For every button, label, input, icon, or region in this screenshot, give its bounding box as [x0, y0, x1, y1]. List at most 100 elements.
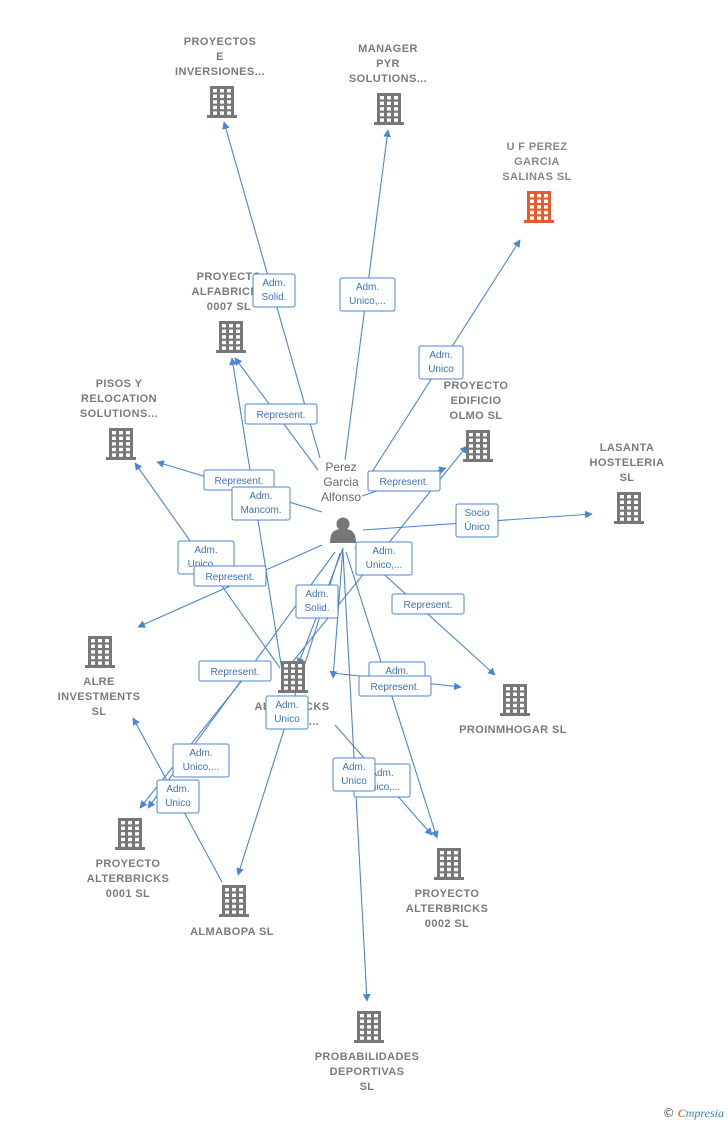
company-name-line: PYR — [376, 58, 400, 70]
building-icon — [354, 1011, 384, 1043]
edge-label-e19[interactable]: Adm. Unico — [156, 779, 200, 814]
edge-label-text: Unico — [165, 798, 191, 809]
company-node-proyecto-alfabricks[interactable]: PROYECTO ALFABRICKS 0007 SL — [192, 271, 267, 353]
edge-label-e18[interactable]: Adm. Unico,... — [172, 743, 230, 778]
company-name-line: SOLUTIONS... — [80, 408, 158, 420]
edge-label-box — [355, 541, 413, 576]
building-icon — [219, 885, 249, 917]
building-icon — [85, 636, 115, 668]
edge-label-e12[interactable]: Represent. — [391, 593, 465, 615]
edge-label-box — [193, 565, 267, 587]
edge-label-box — [418, 345, 464, 380]
company-name-line: ALMABOPA SL — [190, 926, 274, 938]
edge-label-text: Adm. — [262, 278, 285, 289]
edge-label-box — [231, 486, 291, 521]
company-node-probabilidades-deportivas[interactable]: PROBABILIDADES DEPORTIVAS SL — [315, 1011, 420, 1093]
company-name-line: PROYECTO — [444, 380, 509, 392]
company-name-line: LASANTA — [600, 442, 655, 454]
company-name-line: EDIFICIO — [451, 395, 502, 407]
person-name-line: Perez — [325, 460, 356, 474]
company-name-line: SL — [360, 1081, 375, 1093]
company-name-line: PROYECTO — [197, 271, 262, 283]
company-node-proinmhogar[interactable]: PROINMHOGAR SL — [459, 684, 567, 736]
edge-label-text: Represent. — [257, 410, 306, 421]
empresia-logo[interactable]: ©Cmpresia — [663, 1106, 724, 1121]
edge-label-text: Adm. — [166, 784, 189, 795]
edge-label-text: Adm. — [249, 491, 272, 502]
edge-label-e7[interactable]: Adm.Mancom. — [231, 486, 291, 521]
company-name-line: 0007 SL — [207, 301, 251, 313]
company-name-line: PROINMHOGAR SL — [459, 724, 567, 736]
edge-label-text: Unico,... — [364, 782, 401, 793]
edge-label-text: Adm. — [189, 748, 212, 759]
building-icon — [115, 818, 145, 850]
copyright-symbol: © — [662, 1106, 675, 1120]
brand-name: mpresia — [685, 1106, 724, 1120]
building-icon — [524, 191, 554, 223]
building-icon — [434, 848, 464, 880]
edge-label-text: Represent. — [206, 572, 255, 583]
company-node-proyecto-alterbricks-0001[interactable]: PROYECTO ALTERBRICKS 0001 SL — [87, 818, 169, 900]
edge-label-e17[interactable]: Adm.Unico — [265, 695, 309, 730]
edge-label-e2[interactable]: Adm.Unico,... — [339, 277, 396, 312]
edge-label-e4[interactable]: Represent. — [244, 403, 318, 425]
company-node-almabopa[interactable]: ALMABOPA SL — [190, 885, 274, 938]
edge-labels-layer: Adm.Solid.Adm.Unico,...Adm.UnicoRepresen… — [156, 273, 499, 814]
building-icon — [374, 93, 404, 125]
company-node-proyectos-e-inversiones[interactable]: PROYECTOSEINVERSIONES... — [175, 36, 265, 118]
edge-label-text: Solid. — [304, 603, 329, 614]
edge-label-box — [198, 660, 272, 682]
edge-label-e10[interactable]: Adm.Unico,... — [355, 541, 413, 576]
person-icon — [330, 517, 356, 543]
company-name-line: RELOCATION — [81, 393, 157, 405]
edge-label-e1[interactable]: Adm. Solid. — [252, 273, 296, 308]
edge-label-text: Unico,... — [183, 762, 220, 773]
company-name-line: SL — [620, 472, 635, 484]
edge-label-box — [265, 695, 309, 730]
edge-label-box — [252, 273, 296, 308]
edge-label-text: Unico — [428, 364, 454, 375]
company-name-line: PROBABILIDADES — [315, 1051, 420, 1063]
building-icon — [500, 684, 530, 716]
company-name-line: 0001 SL — [106, 888, 150, 900]
edge-label-e14[interactable]: Represent. — [198, 660, 272, 682]
company-name-line: ALRE — [83, 676, 115, 688]
edge-label-e21[interactable]: Adm.Unico — [332, 757, 376, 792]
company-name-line: MANAGER — [358, 43, 418, 55]
company-name-line: ALTERBRICKS — [406, 903, 488, 915]
building-icon — [463, 430, 493, 462]
edge-label-text: Represent. — [371, 682, 420, 693]
company-name-line: E — [216, 51, 224, 63]
company-name-line: U F PEREZ — [506, 141, 567, 153]
edge-label-e6[interactable]: Represent. — [367, 470, 441, 492]
edge-label-text: Solid. — [261, 292, 286, 303]
company-name-line: PROYECTO — [96, 858, 161, 870]
company-name-line: DEPORTIVAS — [330, 1066, 405, 1078]
edge-label-text: Represent. — [211, 667, 260, 678]
edge-label-box — [172, 743, 230, 778]
edge-label-e11[interactable]: Represent. — [193, 565, 267, 587]
edge-label-text: Socio — [464, 508, 489, 519]
edge-label-e13[interactable]: Adm.Solid. — [295, 584, 339, 619]
edge-label-e3[interactable]: Adm.Unico — [418, 345, 464, 380]
edge-label-text: Represent. — [215, 476, 264, 487]
building-icon — [106, 428, 136, 460]
edge-label-text: Adm. — [372, 546, 395, 557]
company-name-line: ALFABRICKS — [192, 286, 267, 298]
edge-label-e16[interactable]: Represent. — [358, 675, 432, 697]
company-name-line: INVESTMENTS — [58, 691, 141, 703]
edge-label-box — [391, 593, 465, 615]
edge-label-box — [295, 584, 339, 619]
company-name-line: ALTERBRICKS — [87, 873, 169, 885]
person-name-line: Garcia — [323, 475, 359, 489]
company-node-pisos-y-relocation[interactable]: PISOS YRELOCATIONSOLUTIONS... — [80, 378, 158, 460]
company-node-manager-pyr[interactable]: MANAGERPYRSOLUTIONS... — [349, 43, 427, 125]
